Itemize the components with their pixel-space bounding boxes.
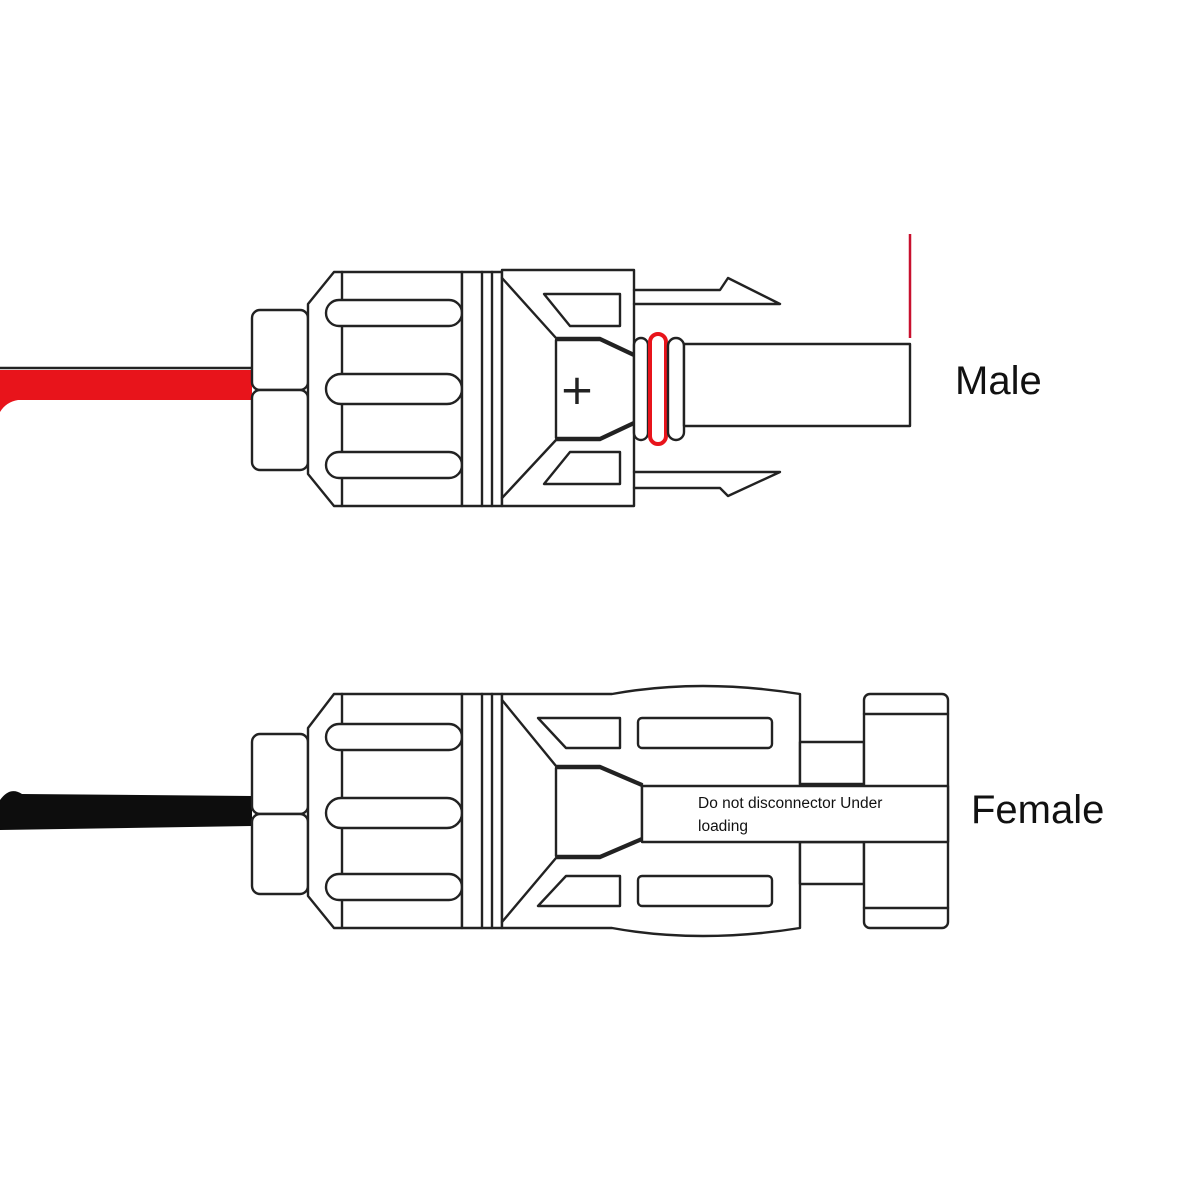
male-housing: +	[500, 268, 636, 508]
warning-band	[640, 784, 950, 844]
female-cable-body	[0, 791, 252, 830]
warning-text-line2: loading	[698, 818, 748, 835]
male-connector: + Male	[0, 234, 1042, 508]
polarity-plus-symbol: +	[559, 365, 594, 414]
female-cable	[0, 791, 252, 830]
male-seal-rings	[632, 332, 686, 446]
female-nut-body	[306, 692, 464, 930]
male-cable	[0, 366, 254, 412]
male-pin	[682, 342, 912, 428]
female-socket-sleeve	[798, 740, 866, 886]
male-collar	[460, 270, 504, 508]
male-cable-gland	[250, 308, 310, 472]
warning-text-line1: Do not disconnector Under	[698, 795, 882, 812]
female-collar	[460, 692, 504, 930]
male-cable-body	[0, 370, 252, 412]
male-label: Male	[955, 359, 1042, 403]
female-cable-gland	[250, 732, 310, 896]
male-nut-body	[306, 270, 464, 508]
female-label: Female	[971, 788, 1104, 832]
male-latch-arms	[632, 276, 782, 498]
female-connector: Do not disconnector Under loading Female	[0, 684, 1104, 938]
